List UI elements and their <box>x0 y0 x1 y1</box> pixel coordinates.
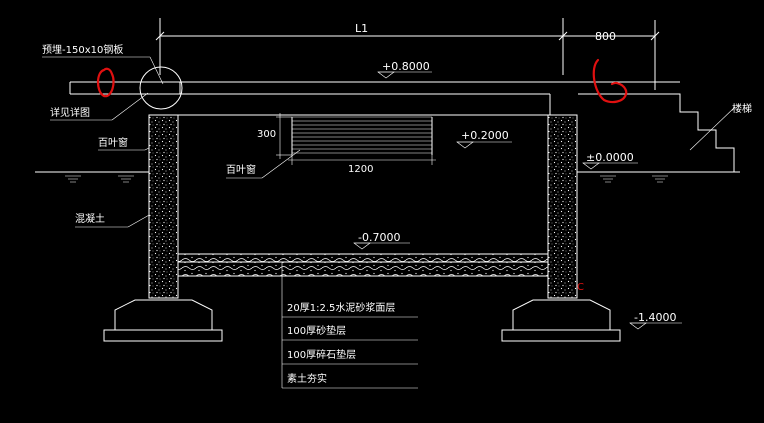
stairs-label: 楼梯 <box>732 102 752 115</box>
floor-layer-legend: 20厚1:2.5水泥砂浆面层 100厚砂垫层 100厚碎石垫层 素土夯实 <box>281 262 418 389</box>
left-annotations: 预埋-150x10钢板 详见详图 百叶窗 混凝土 <box>42 43 164 228</box>
louver-left-label: 百叶窗 <box>98 136 128 149</box>
red-markup-label: C <box>577 282 584 293</box>
left-wall <box>148 114 179 299</box>
right-offset-label: 800 <box>595 30 616 43</box>
right-wall <box>547 114 578 299</box>
louver-window: 300 1200 百叶窗 <box>226 113 436 179</box>
dimension-right-offset: 800 <box>563 20 660 90</box>
layer-3: 100厚碎石垫层 <box>287 348 356 361</box>
louver-height-label: 300 <box>257 129 276 140</box>
louver-mid-label: 百叶窗 <box>226 163 256 176</box>
elevation-footing: -1.4000 <box>629 311 682 330</box>
detail-callout-circle <box>139 66 183 110</box>
roof-slab <box>69 81 600 116</box>
ground-hatch-marks <box>65 175 668 183</box>
embedded-plate-label: 预埋-150x10钢板 <box>42 43 123 56</box>
red-markup-left <box>96 67 115 98</box>
right-footing <box>501 299 621 342</box>
layer-1: 20厚1:2.5水泥砂浆面层 <box>287 301 395 314</box>
elevation-ground: ±0.0000 <box>582 151 638 170</box>
left-footing <box>103 299 223 342</box>
layer-2: 100厚砂垫层 <box>287 324 346 337</box>
elevation-top: +0.8000 <box>377 60 432 79</box>
svg-text:+0.8000: +0.8000 <box>382 60 430 73</box>
elevation-floor: -0.7000 <box>353 231 410 250</box>
svg-text:±0.0000: ±0.0000 <box>586 151 634 164</box>
svg-text:+0.2000: +0.2000 <box>461 129 509 142</box>
floor-slab <box>177 253 549 277</box>
dimension-span: L1 <box>155 18 568 75</box>
span-label: L1 <box>355 22 368 35</box>
layer-4: 素土夯实 <box>287 372 327 385</box>
svg-text:-0.7000: -0.7000 <box>358 231 400 244</box>
elevation-louver: +0.2000 <box>456 129 512 149</box>
red-markup-right <box>592 58 628 104</box>
svg-text:-1.4000: -1.4000 <box>634 311 676 324</box>
see-detail-label: 详见详图 <box>50 106 90 119</box>
concrete-label: 混凝土 <box>75 212 105 225</box>
louver-width-label: 1200 <box>348 164 373 175</box>
